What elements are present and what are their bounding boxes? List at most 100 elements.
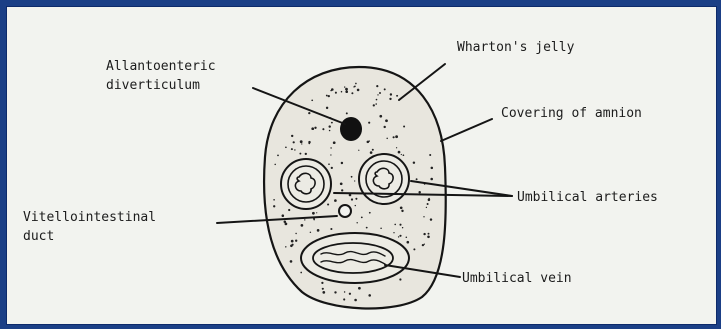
speckle-dot: [330, 147, 331, 148]
speckle-dot: [368, 122, 370, 124]
umbilical-artery-left: [281, 159, 331, 209]
speckle-dot: [413, 248, 415, 250]
speckle-dot: [370, 151, 373, 154]
speckle-dot: [399, 235, 401, 237]
speckle-dot: [326, 107, 328, 109]
speckle-dot: [384, 88, 386, 90]
speckle-dot: [351, 176, 353, 178]
speckle-dot: [322, 291, 325, 294]
speckle-dot: [394, 224, 396, 226]
speckle-dot: [430, 218, 432, 220]
speckle-dot: [379, 115, 382, 118]
speckle-dot: [368, 294, 371, 297]
speckle-dot: [376, 99, 378, 101]
speckle-dot: [354, 299, 357, 302]
speckle-dot: [366, 227, 368, 229]
speckle-dot: [427, 203, 429, 205]
speckle-dot: [327, 203, 329, 205]
speckle-dot: [311, 99, 313, 101]
speckle-dot: [375, 103, 377, 105]
label-vitellointestinal-line2: duct: [23, 229, 54, 244]
speckle-dot: [345, 90, 348, 93]
speckle-dot: [308, 142, 310, 144]
speckle-dot: [292, 244, 294, 246]
speckle-dot: [326, 95, 328, 97]
speckle-dot: [291, 135, 293, 137]
label-umbilical-vein: Umbilical vein: [462, 271, 572, 286]
speckle-dot: [291, 148, 293, 150]
speckle-dot: [312, 212, 315, 215]
speckle-dot: [386, 138, 387, 139]
speckle-dot: [314, 127, 316, 129]
speckle-dot: [406, 237, 408, 239]
speckle-dot: [330, 154, 331, 155]
speckle-dot: [426, 207, 427, 208]
label-whartons-jelly: Wharton's jelly: [457, 40, 575, 55]
speckle-dot: [353, 86, 354, 87]
speckle-dot: [403, 125, 405, 127]
speckle-dot: [393, 232, 394, 233]
label-allantoenteric-line2: diverticulum: [106, 78, 200, 93]
speckle-dot: [368, 140, 369, 141]
diagram-frame: Allantoenteric diverticulum Wharton's je…: [6, 6, 717, 325]
label-covering-of-amnion: Covering of amnion: [501, 106, 642, 121]
speckle-dot: [340, 182, 343, 185]
speckle-dot: [357, 89, 360, 92]
speckle-dot: [428, 199, 431, 202]
speckle-dot: [355, 198, 357, 200]
speckle-dot: [402, 227, 403, 228]
speckle-dot: [354, 180, 355, 181]
speckle-dot: [331, 122, 333, 124]
leader-line-amnion: [441, 119, 492, 141]
speckle-dot: [304, 219, 305, 220]
speckle-dot: [396, 95, 398, 97]
speckle-dot: [305, 153, 307, 155]
umbilical-cord-cross-section-diagram: Allantoenteric diverticulum Wharton's je…: [7, 7, 716, 324]
speckle-dot: [308, 112, 310, 114]
speckle-dot: [301, 224, 304, 227]
speckle-dot: [384, 126, 386, 128]
speckle-dot: [290, 260, 293, 263]
speckle-dot: [301, 143, 302, 144]
speckle-dot: [329, 125, 331, 127]
speckle-dot: [416, 178, 418, 180]
speckle-dot: [329, 130, 331, 132]
speckle-dot: [330, 228, 332, 230]
speckle-dot: [322, 288, 324, 290]
speckle-dot: [427, 236, 430, 239]
speckle-dot: [393, 136, 395, 138]
speckle-dot: [422, 244, 424, 246]
speckle-dot: [282, 214, 285, 217]
speckle-dot: [407, 241, 410, 244]
speckle-dot: [330, 90, 331, 91]
speckle-dot: [403, 154, 405, 156]
speckle-dot: [317, 229, 320, 232]
label-vitellointestinal-line1: Vitellointestinal: [23, 210, 156, 225]
speckle-dot: [380, 227, 382, 229]
speckle-dot: [285, 146, 287, 148]
speckle-dot: [344, 291, 345, 292]
speckle-dot: [372, 149, 374, 151]
speckle-dot: [358, 150, 359, 151]
allantoenteric-diverticulum: [340, 117, 362, 141]
speckle-dot: [334, 291, 336, 293]
speckle-dot: [385, 119, 388, 122]
speckle-dot: [328, 163, 330, 165]
speckle-dot: [341, 91, 343, 93]
speckle-dot: [423, 216, 424, 217]
speckle-dot: [341, 189, 343, 191]
umbilical-artery-right: [359, 154, 409, 204]
speckle-dot: [277, 155, 279, 157]
speckle-dot: [389, 98, 391, 100]
speckle-dot: [399, 224, 401, 226]
speckle-dot: [400, 206, 403, 209]
speckle-dot: [316, 212, 317, 213]
speckle-dot: [335, 92, 337, 94]
speckle-dot: [356, 222, 357, 223]
speckle-dot: [341, 162, 343, 164]
speckle-dot: [379, 92, 381, 94]
speckle-dot: [431, 167, 434, 170]
speckle-dot: [295, 233, 296, 234]
speckle-dot: [291, 240, 294, 243]
speckle-dot: [273, 199, 275, 201]
